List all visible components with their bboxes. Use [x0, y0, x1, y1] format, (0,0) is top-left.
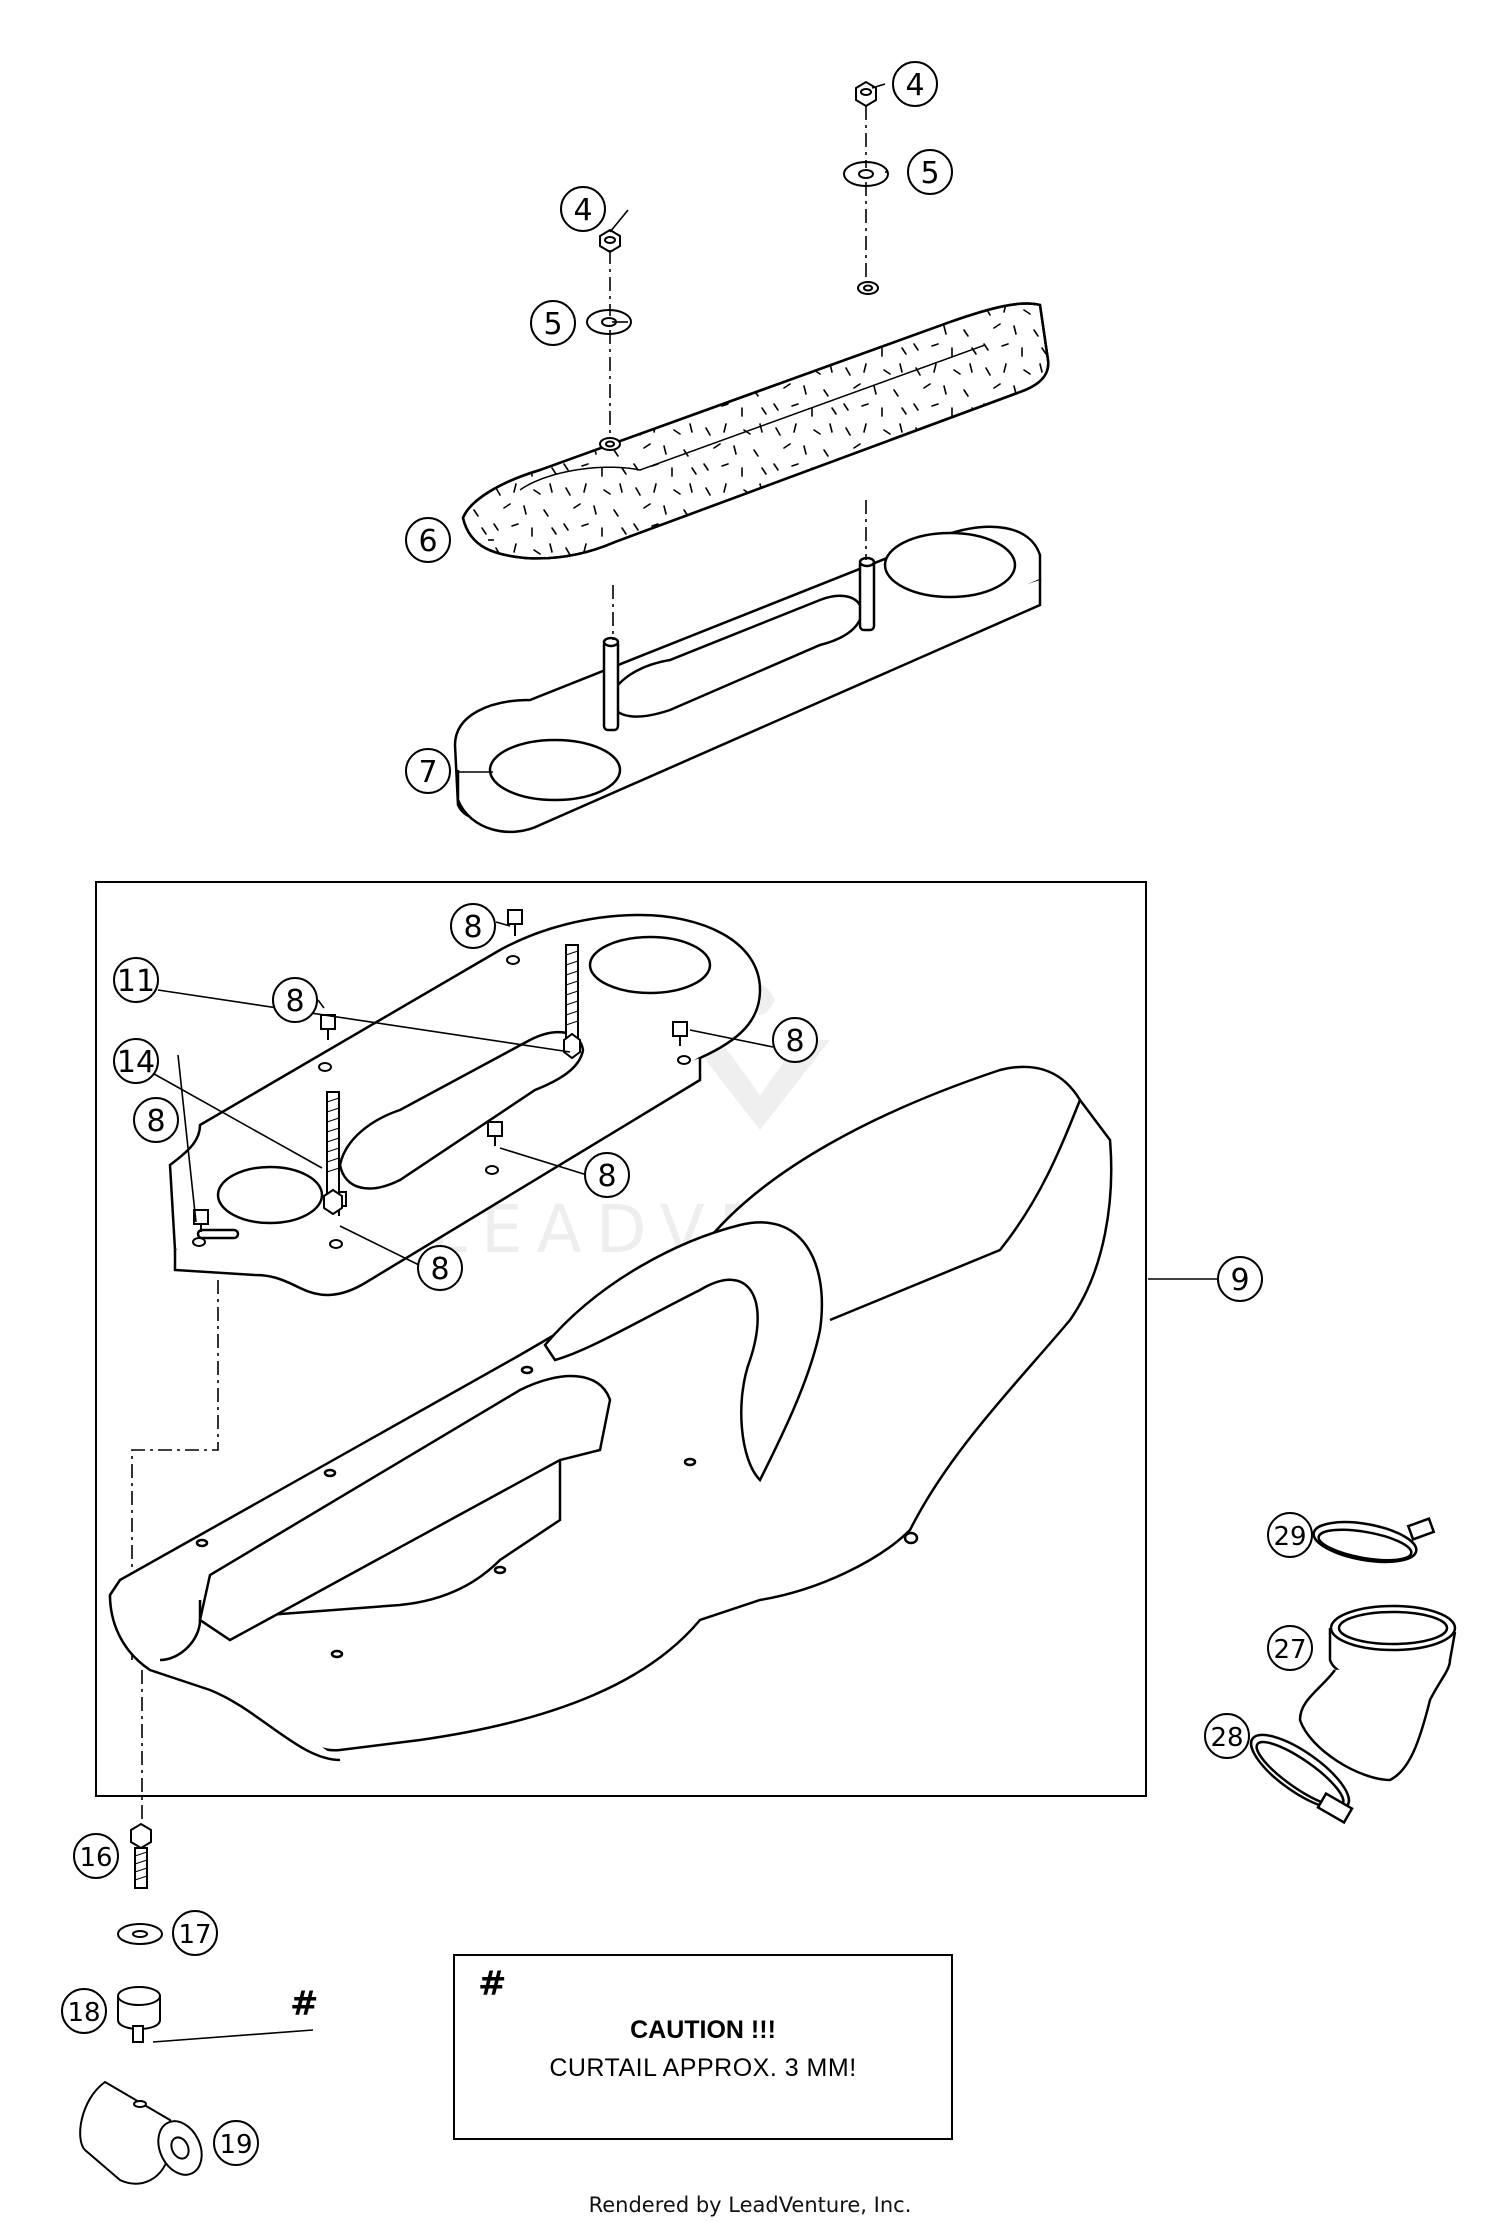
svg-text:8: 8 [146, 1104, 165, 1139]
svg-text:28: 28 [1210, 1723, 1243, 1753]
svg-text:8: 8 [430, 1252, 449, 1287]
caution-note-box: # CAUTION !!! CURTAIL APPROX. 3 MM! [453, 1954, 953, 2140]
svg-text:16: 16 [79, 1843, 112, 1873]
callout-18: 18 [61, 1988, 107, 2034]
svg-text:5: 5 [920, 156, 939, 191]
callout-4-left: 4 [560, 186, 606, 232]
callout-9: 9 [1217, 1256, 1263, 1302]
callout-4-right: 4 [892, 61, 938, 107]
svg-text:4: 4 [905, 68, 924, 103]
callout-14: 14 [113, 1038, 159, 1084]
hose-clamp-29 [1312, 1517, 1436, 1564]
intake-boot-27 [1298, 1604, 1457, 1782]
svg-text:5: 5 [543, 307, 562, 342]
svg-text:27: 27 [1273, 1635, 1306, 1665]
bolt-16 [130, 1822, 152, 1889]
airbox-top-plate [168, 913, 762, 1297]
nut-right [855, 80, 877, 108]
svg-text:18: 18 [67, 1998, 100, 2028]
callout-8-left: 8 [133, 1097, 179, 1143]
callout-8-right: 8 [772, 1017, 818, 1063]
svg-text:17: 17 [178, 1920, 211, 1950]
svg-text:8: 8 [463, 910, 482, 945]
footer-credit: Rendered by LeadVenture, Inc. [588, 2193, 912, 2217]
callout-8-upper-left: 8 [272, 977, 318, 1023]
svg-text:8: 8 [285, 984, 304, 1019]
leader-lines [146, 83, 1218, 2043]
svg-text:11: 11 [117, 964, 155, 999]
spacer-19 [79, 2080, 203, 2185]
callout-28: 28 [1204, 1713, 1250, 1759]
callout-29: 29 [1267, 1512, 1313, 1558]
alignment-lines [131, 106, 867, 1830]
callout-8-bottom: 8 [417, 1245, 463, 1291]
callout-17: 17 [172, 1910, 218, 1956]
air-box-assembly-frame [95, 881, 1147, 1797]
hose-clamp-28 [1249, 1733, 1354, 1825]
air-box-body [108, 1065, 1113, 1762]
svg-text:7: 7 [418, 755, 437, 790]
callout-19: 19 [213, 2120, 259, 2166]
callout-6: 6 [405, 517, 451, 563]
callout-11: 11 [113, 957, 159, 1003]
caution-hash-marker: # [478, 1964, 507, 2004]
svg-text:9: 9 [1230, 1263, 1249, 1298]
filter-base-plate [453, 525, 1042, 834]
nut-left [599, 228, 621, 254]
svg-text:6: 6 [418, 524, 437, 559]
svg-text:4: 4 [573, 193, 592, 228]
long-bolts [323, 944, 581, 1216]
air-filter-foam [461, 302, 1050, 560]
caution-title: CAUTION !!! [630, 2016, 776, 2044]
note-hash-marker: # [290, 1984, 319, 2024]
svg-text:19: 19 [219, 2130, 252, 2160]
callout-5-left: 5 [530, 300, 576, 346]
callout-5-right: 5 [907, 149, 953, 195]
washer-17 [117, 1923, 163, 1945]
airbox-screws [192, 909, 691, 1249]
callout-7: 7 [405, 748, 451, 794]
callout-8-top: 8 [450, 903, 496, 949]
callout-27: 27 [1267, 1625, 1313, 1671]
svg-text:14: 14 [117, 1045, 155, 1080]
callout-8-center: 8 [584, 1152, 630, 1198]
caution-text: CURTAIL APPROX. 3 MM! [549, 2054, 857, 2082]
svg-text:8: 8 [597, 1159, 616, 1194]
svg-text:8: 8 [785, 1024, 804, 1059]
foam-mount-holes [599, 281, 879, 451]
rubber-mount-18 [117, 1986, 161, 2043]
svg-text:29: 29 [1273, 1522, 1306, 1552]
callout-16: 16 [73, 1833, 119, 1879]
